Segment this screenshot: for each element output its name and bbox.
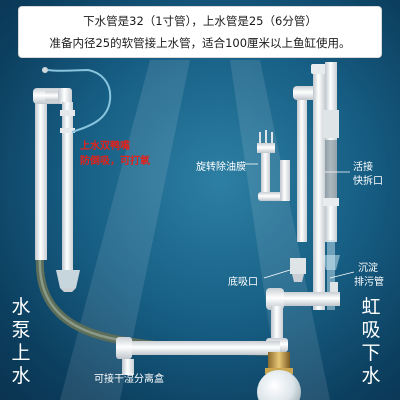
side-label-right: 虹 吸 下 水: [360, 296, 382, 388]
drain-horizontal: [270, 292, 340, 306]
banner-line-2: 准备内径25的软管接上水管，适合100厘米以上鱼缸使用。: [49, 36, 351, 50]
siphon-pipe-b: [313, 70, 325, 310]
clear-section: [325, 140, 337, 200]
inlet-pipe-top-horizontal: [45, 91, 70, 101]
label-quick-release-1: 活接: [353, 162, 373, 173]
inlet-pipe-vertical-left: [35, 96, 47, 260]
siphon-pipe-a: [297, 92, 307, 242]
info-banner: 下水管是32（1寸管），上水管是25（6分管） 准备内径25的软管接上水管，适合…: [18, 6, 382, 58]
bottom-suction-inlet: [290, 258, 306, 274]
side-right-char-2: 吸: [361, 319, 381, 341]
sediment-tube: [327, 240, 335, 310]
label-bottom-suction: 底吸口: [228, 277, 258, 288]
label-oil-film: 旋转除油膜: [196, 162, 246, 173]
brass-fitting: [268, 352, 290, 370]
side-left-char-4: 水: [11, 365, 31, 387]
inlet-strainer: [56, 270, 80, 288]
side-right-char-3: 下: [361, 342, 381, 364]
label-sediment-2: 排污管: [354, 277, 384, 288]
drain-vertical: [271, 306, 283, 342]
light-rays: [60, 60, 330, 400]
side-left-char-2: 泵: [11, 319, 31, 341]
skimmer-stem: [261, 153, 270, 197]
side-left-char-3: 上: [11, 342, 31, 364]
air-tube: [47, 68, 112, 133]
label-sediment-1: 沉淀: [358, 263, 378, 274]
label-dual-nozzle: 上水双鸭嘴: [80, 141, 130, 152]
separator-pipe: [120, 341, 280, 355]
drain-bulb: [257, 370, 301, 400]
side-right-char-4: 水: [361, 365, 381, 387]
banner-line-1: 下水管是32（1寸管），上水管是25（6分管）: [83, 14, 317, 28]
side-left-char-1: 水: [11, 296, 31, 318]
pointer-lines: [245, 163, 355, 279]
label-separator-box: 可接干湿分离盒: [94, 374, 164, 385]
inlet-pipe-vertical-right: [62, 102, 73, 270]
side-label-left: 水 泵 上 水: [10, 296, 32, 388]
side-right-char-1: 虹: [361, 296, 381, 318]
skimmer-top: [257, 143, 275, 153]
label-quick-release-2: 快拆口: [353, 176, 383, 187]
label-anti-suction: 防倒吸，可打氧: [80, 156, 150, 167]
